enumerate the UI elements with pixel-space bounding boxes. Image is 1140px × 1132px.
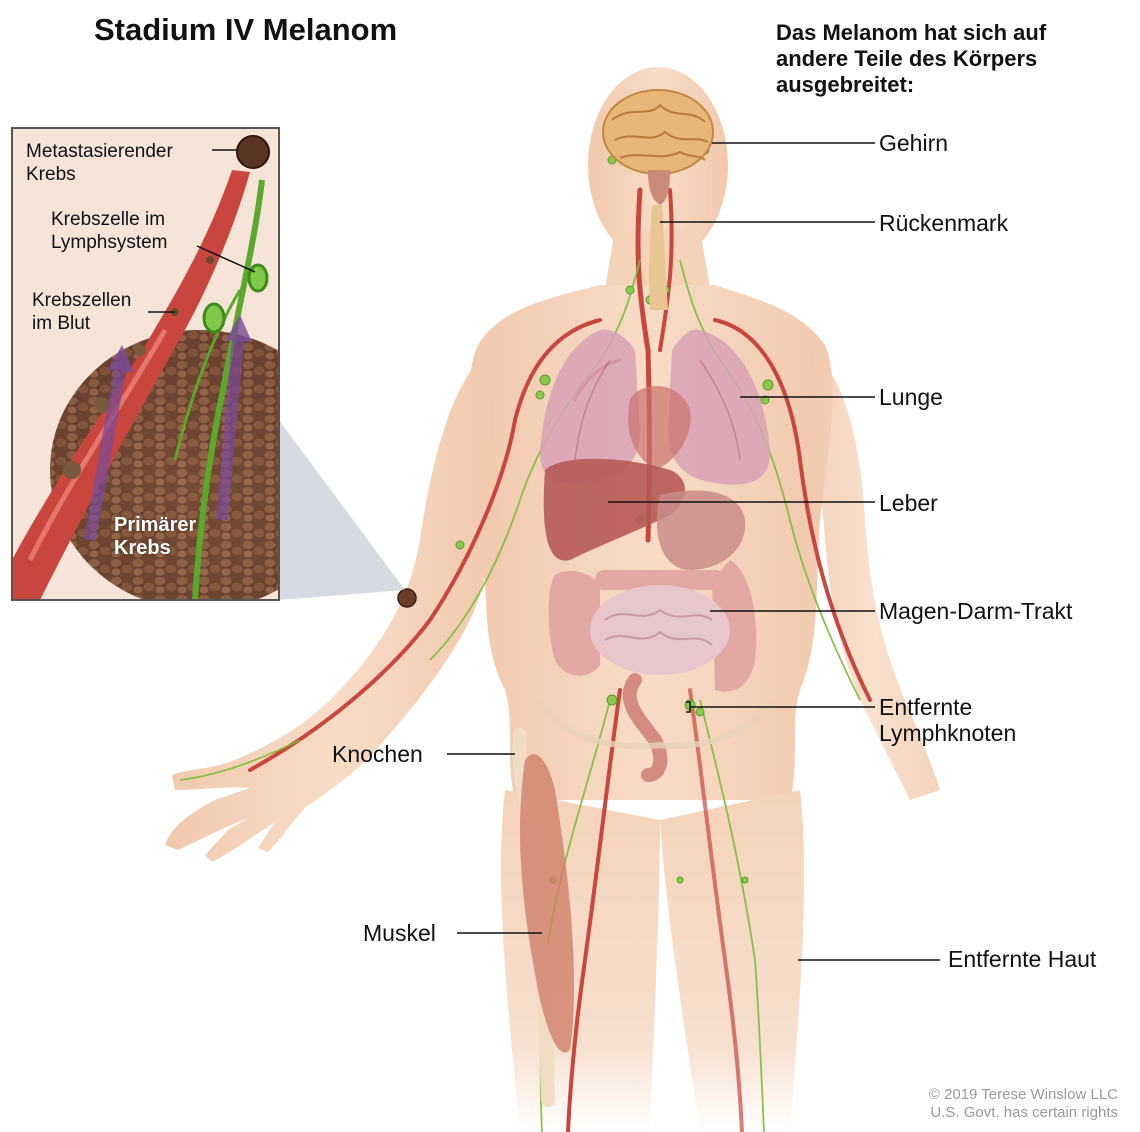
label-lymphsystem: Krebszelle im Lymphsystem xyxy=(51,208,168,254)
label-magen-darm: Magen-Darm-Trakt xyxy=(879,598,1072,624)
label-lymphknoten: Entfernte Lymphknoten xyxy=(879,694,1016,747)
label-gehirn: Gehirn xyxy=(879,130,948,156)
spread-heading: Das Melanom hat sich auf andere Teile de… xyxy=(776,20,1046,98)
label-blut: Krebszellen im Blut xyxy=(32,289,131,335)
magnifier-cone xyxy=(279,420,405,600)
arm-metastasis xyxy=(398,589,416,607)
label-primaer: Primärer Krebs xyxy=(114,514,196,560)
label-haut: Entfernte Haut xyxy=(948,946,1096,972)
label-lunge: Lunge xyxy=(879,384,943,410)
copyright: © 2019 Terese Winslow LLC U.S. Govt. has… xyxy=(929,1086,1118,1122)
label-leber: Leber xyxy=(879,490,938,516)
label-rueckenmark: Rückenmark xyxy=(879,210,1008,236)
label-muskel: Muskel xyxy=(363,920,436,946)
label-knochen: Knochen xyxy=(332,741,423,767)
label-metastasierend: Metastasierender Krebs xyxy=(26,140,173,186)
page-title: Stadium IV Melanom xyxy=(94,12,397,48)
